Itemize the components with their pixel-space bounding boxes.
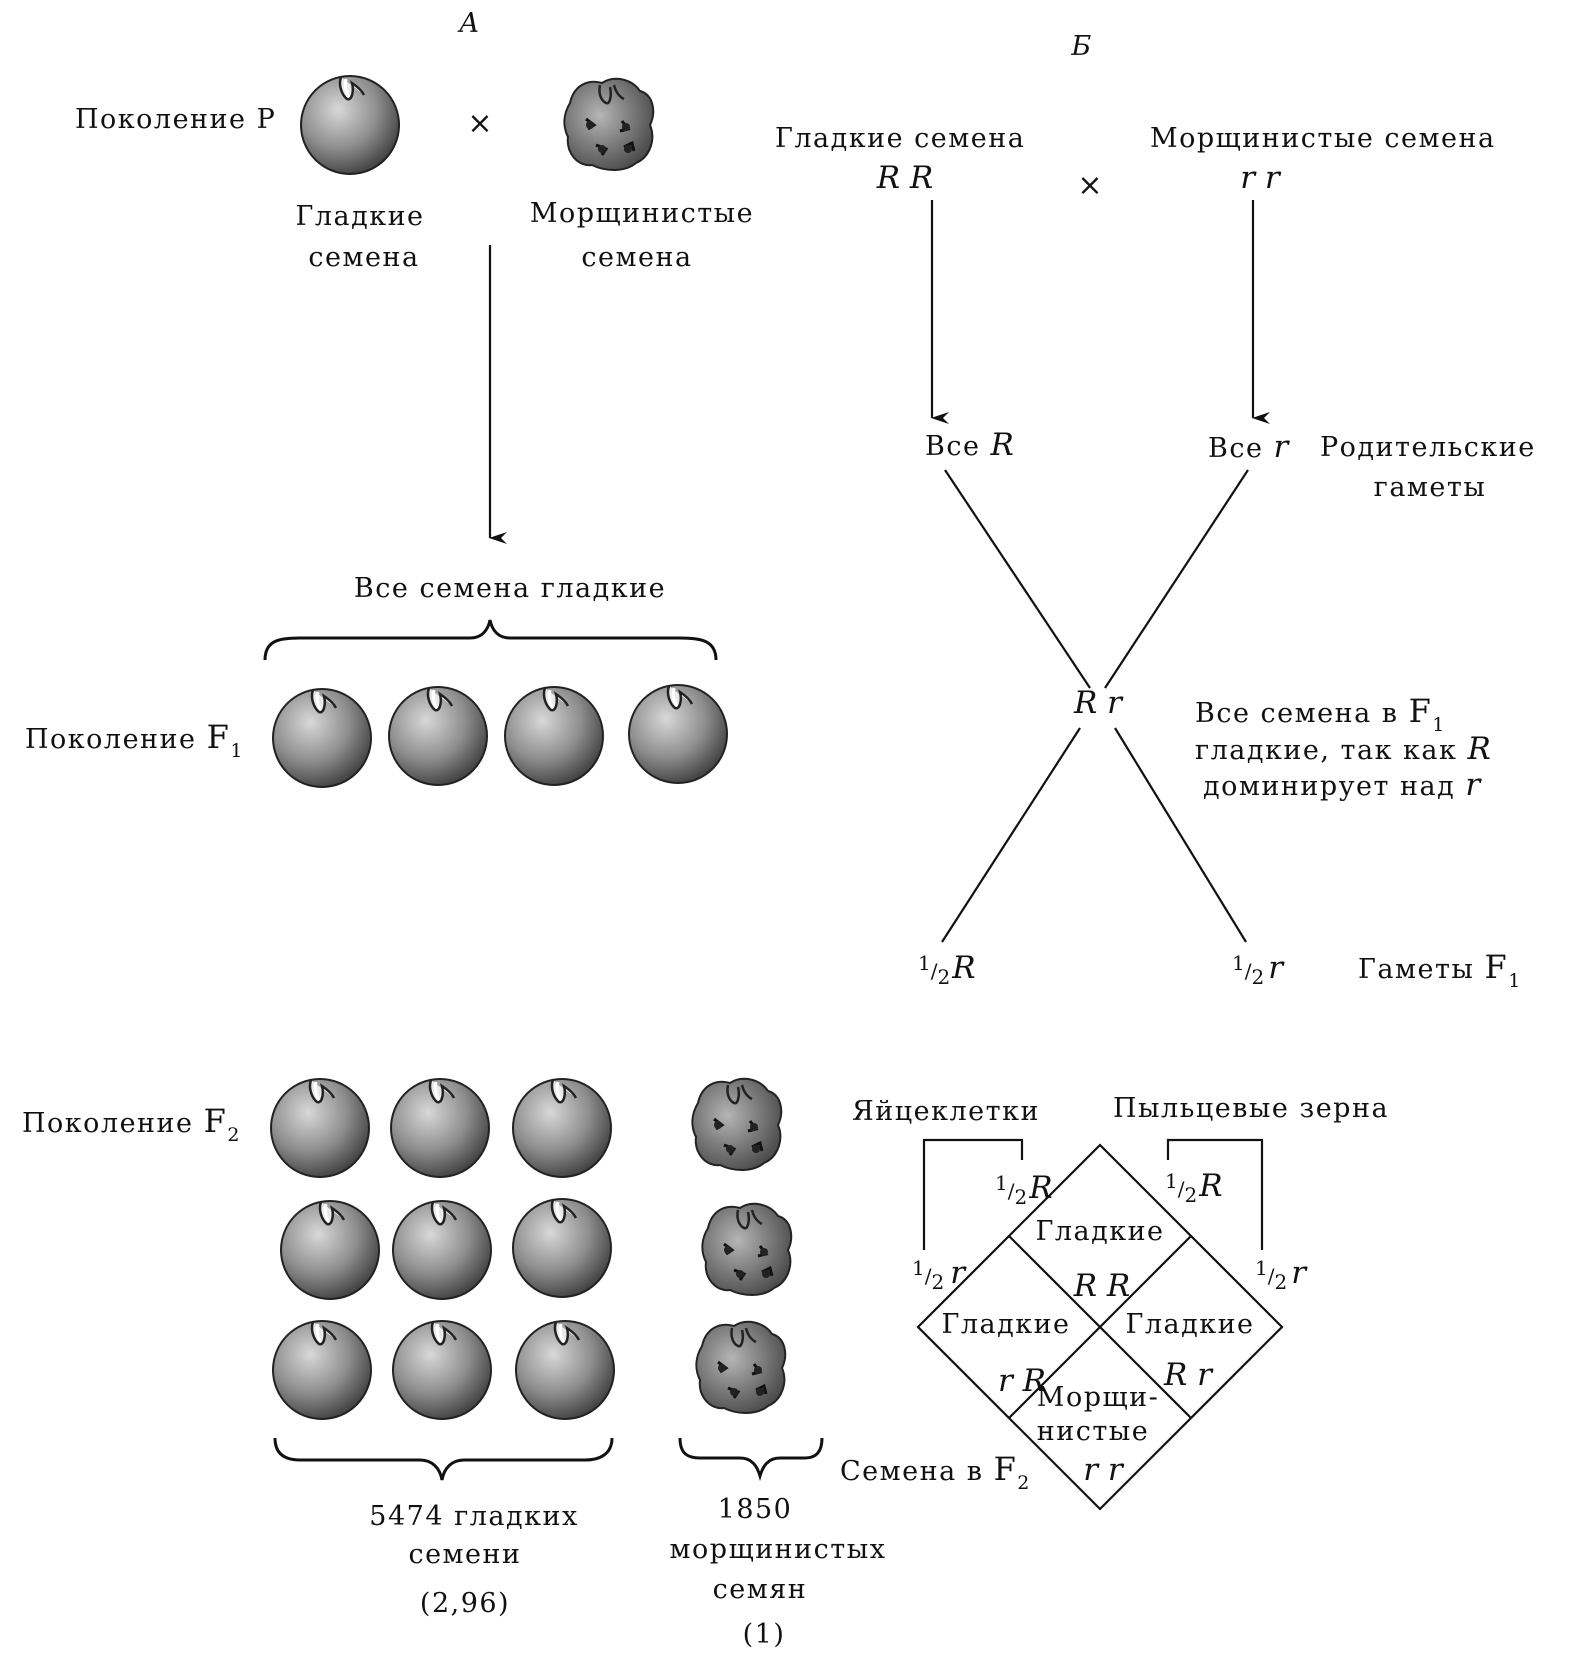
ratio-smooth: (2,96) — [420, 1588, 510, 1619]
cross-symbol-a: × — [467, 106, 492, 141]
wrinkled-seed-f2-3 — [694, 1320, 787, 1415]
all-R-gametes: Все R — [925, 427, 1015, 463]
smooth-seed-f2-r1c2 — [389, 1077, 491, 1179]
f1-note-line3: доминирует над r — [1203, 767, 1482, 803]
smooth-seed-parent — [299, 74, 401, 176]
wrinkled-seed-parent — [562, 77, 655, 172]
pollen-label: Пыльцевые зерна — [1113, 1093, 1389, 1124]
punnett-cell-left-phenotype: Гладкие — [941, 1309, 1070, 1340]
f1-note-line2: гладкие, так как R — [1195, 731, 1492, 767]
smooth-label-line1: Гладкие — [295, 201, 424, 232]
cross-symbol-b: × — [1077, 168, 1102, 203]
punnett-cell-bottom-phenotype-2: нистые — [1037, 1416, 1150, 1447]
punnett-cell-right-phenotype: Гладкие — [1125, 1309, 1254, 1340]
all-seeds-smooth-label: Все семена гладкие — [354, 573, 666, 604]
count-wrinkled-line2: морщинистых — [670, 1534, 887, 1565]
parental-gametes-line1: Родительские — [1320, 432, 1536, 463]
wrinkled-label-line1: Морщинистые — [530, 198, 754, 229]
line-R-to-f1 — [944, 469, 1091, 689]
smooth-seed-f2-r2c1 — [279, 1199, 381, 1301]
punnett-outline — [916, 1143, 1284, 1511]
smooth-seed-f2-r2c2 — [391, 1199, 493, 1301]
punnett-cell-right-genotype: R r — [1163, 1357, 1214, 1393]
egg-half-R-label: 1/2R — [995, 1170, 1053, 1209]
smooth-seed-f1-3 — [503, 685, 605, 787]
smooth-seed-f2-r3c3 — [514, 1319, 616, 1421]
smooth-parent-genotype: R R — [876, 160, 934, 196]
line-r-to-f1 — [1104, 469, 1249, 689]
wrinkled-seeds-title: Морщинистые семена — [1150, 123, 1496, 154]
smooth-seed-f1-2 — [387, 685, 489, 787]
wrinkled-seed-f2-2 — [700, 1202, 793, 1297]
brace-f2-wrinkled — [678, 1437, 824, 1482]
pollen-half-R-label: 1/2R — [1165, 1168, 1223, 1207]
all-r-gametes: Все r — [1208, 429, 1291, 465]
line-f1-to-gamete-r — [1114, 727, 1247, 943]
f1-gametes-label: Гаметы F1 — [1358, 948, 1522, 992]
smooth-seed-f2-r1c1 — [269, 1077, 371, 1179]
punnett-cell-top-phenotype: Гладкие — [1035, 1216, 1164, 1247]
punnett-divider-2 — [1008, 1235, 1192, 1419]
punnett-cell-top-genotype: R R — [1073, 1268, 1131, 1304]
wrinkled-seed-f2-1 — [690, 1077, 783, 1172]
smooth-seed-f2-r3c1 — [271, 1319, 373, 1421]
parental-gametes-line2: гаметы — [1374, 472, 1487, 503]
generation-f1-label: Поколение F1 — [25, 718, 244, 762]
ratio-wrinkled: (1) — [743, 1619, 786, 1650]
f2-seeds-label: Семена в F2 — [840, 1450, 1031, 1494]
smooth-seed-f1-4 — [627, 683, 729, 785]
pollen-bracket — [1166, 1138, 1264, 1250]
panel-b-letter: Б — [1070, 31, 1092, 62]
panel-a-letter: A — [457, 8, 481, 39]
f1-genotype: R r — [1073, 685, 1124, 721]
smooth-seed-f2-r3c2 — [391, 1319, 493, 1421]
brace-f1 — [263, 619, 718, 661]
smooth-seed-f2-r1c3 — [511, 1077, 613, 1179]
smooth-seed-f1-1 — [271, 687, 373, 789]
punnett-cell-left-genotype: r R — [998, 1363, 1046, 1399]
f1-gamete-half-R: 1/2R — [918, 950, 976, 989]
count-wrinkled-line3: семян — [713, 1574, 808, 1605]
count-smooth-line1: 5474 гладких — [369, 1501, 578, 1532]
punnett-cell-bottom-genotype: r r — [1083, 1452, 1125, 1488]
wrinkled-parent-genotype: r r — [1240, 160, 1282, 196]
wrinkled-label-line2: семена — [581, 242, 692, 273]
smooth-seed-f2-r2c3 — [511, 1197, 613, 1299]
generation-p-label: Поколение P — [75, 104, 276, 135]
eggs-bracket — [922, 1138, 1024, 1250]
punnett-cell-bottom-phenotype-1: Морщи- — [1037, 1382, 1159, 1413]
generation-f2-label: Поколение F2 — [22, 1102, 241, 1146]
f1-note-line1: Все семена в F1 — [1195, 692, 1446, 736]
line-f1-to-gamete-R — [941, 727, 1081, 943]
eggs-label: Яйцеклетки — [852, 1096, 1040, 1127]
smooth-seeds-title: Гладкие семена — [775, 123, 1025, 154]
smooth-label-line2: семена — [308, 242, 419, 273]
count-wrinkled-line1: 1850 — [718, 1494, 793, 1525]
count-smooth-line2: семени — [408, 1539, 521, 1570]
brace-f2-smooth — [273, 1437, 614, 1481]
